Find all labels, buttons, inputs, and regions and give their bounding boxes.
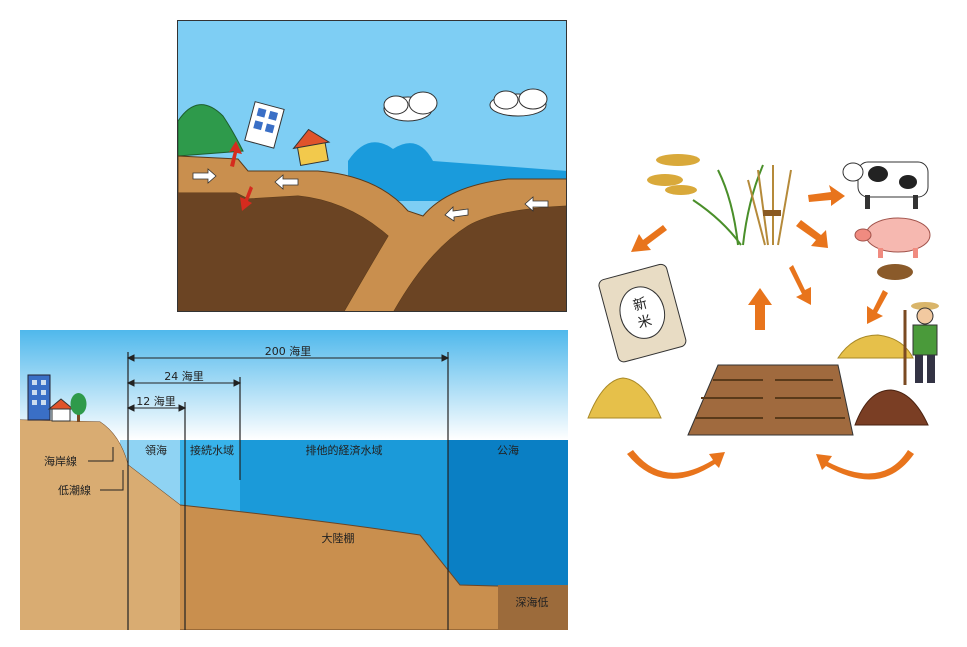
maritime-zones-illustration: 200 海里 24 海里 12 海里 領海 接続水域 排他的経済水域 公海 海岸…: [20, 330, 568, 630]
eez-label: 排他的経済水域: [306, 443, 383, 457]
contiguous-zone-label: 接続水域: [190, 443, 234, 457]
low-water-line-label: 低潮線: [58, 483, 91, 497]
house-icon: [292, 128, 331, 166]
continental-shelf-label: 大陸棚: [322, 531, 355, 545]
coastline-pointer: [88, 447, 114, 462]
curved-arrow-right-icon: [816, 450, 914, 480]
arrow-to-feed-icon: [789, 265, 811, 305]
rice-grain-icon: [647, 154, 700, 195]
arrow-to-pig-icon: [796, 220, 828, 248]
arrow-to-cow-icon: [808, 185, 845, 206]
range-12-label: 12 海里: [136, 394, 176, 408]
range-arrows: [126, 354, 450, 412]
farmer-icon: [903, 302, 939, 385]
deep-sea-floor-area: [498, 585, 568, 630]
maritime-zones-diagram: 200 海里 24 海里 12 海里 領海 接続水域 排他的経済水域 公海 海岸…: [20, 330, 568, 630]
arrow-to-bag-icon: [631, 225, 667, 252]
coastal-land: [20, 420, 180, 630]
compost-pile-icon: [854, 389, 929, 426]
tsunami-illustration: [178, 21, 566, 311]
tree-icon: [70, 393, 87, 422]
cow-icon: [842, 161, 929, 209]
pig-icon: [854, 217, 931, 258]
arrow-to-compost-icon: [867, 290, 888, 324]
building-icon: [27, 374, 51, 421]
cloud-icon: [383, 91, 438, 122]
rice-field-icon: [687, 364, 854, 436]
sky: [20, 330, 568, 440]
mantle-right: [394, 206, 566, 311]
high-seas-label: 公海: [497, 443, 519, 457]
tilted-building-icon: [244, 101, 285, 149]
cycle-arrows: [627, 185, 914, 480]
coastline-label: 海岸線: [44, 454, 77, 468]
tsunami-diagram: [177, 20, 567, 312]
range-24-label: 24 海里: [164, 369, 204, 383]
rice-bag-icon: 新 米: [598, 263, 687, 363]
low-water-pointer: [100, 470, 124, 491]
rice-cycle-diagram: 新 米: [583, 140, 953, 500]
rice-bag-text-2: 米: [636, 313, 654, 332]
territorial-sea-label: 領海: [145, 443, 167, 457]
mantle-left: [178, 193, 388, 311]
cloud-icon: [489, 88, 548, 117]
rice-bran-pile-icon: [587, 377, 662, 419]
curved-arrow-left-icon: [627, 450, 725, 479]
manure-icon: [877, 264, 913, 280]
rice-plant-icon: [692, 164, 764, 246]
house-icon: [47, 398, 75, 422]
rice-bag-text-1: 新: [631, 295, 649, 314]
red-arrow-icon: [229, 141, 253, 211]
arrow-to-rice-icon: [748, 288, 772, 330]
rice-cycle-illustration: 新 米: [587, 154, 939, 480]
range-200-label: 200 海里: [265, 344, 312, 358]
hill: [178, 104, 244, 157]
plate-arrow-icon: [192, 168, 549, 222]
feed-pile-icon: [837, 334, 914, 359]
deep-sea-floor-label: 深海低: [516, 595, 549, 609]
rice-sheaf-icon: [747, 165, 792, 246]
